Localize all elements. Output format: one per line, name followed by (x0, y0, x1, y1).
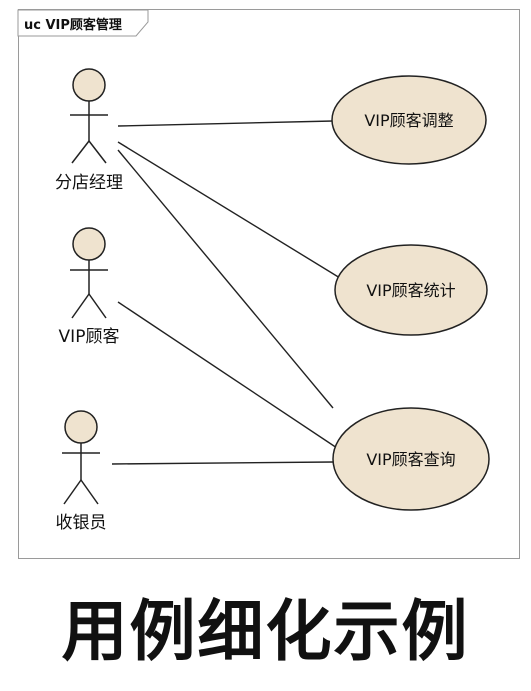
actor-head (72, 68, 106, 102)
usecase-statistics (334, 244, 488, 336)
actor-head (72, 227, 106, 261)
actor-cashier (62, 410, 100, 505)
association-manager-statistics (117, 141, 341, 279)
figure-caption: 用例细化示例 (61, 593, 470, 670)
actor-right-leg (88, 140, 107, 164)
usecase-label-query: VIP顾客查询 (366, 450, 455, 469)
usecase-query (332, 407, 490, 511)
usecase-label-adjust: VIP顾客调整 (364, 111, 453, 130)
actor-head (64, 410, 98, 444)
actor-label-branch-manager: 分店经理 (55, 173, 123, 193)
actor-vip-customer (70, 227, 108, 319)
association-manager-adjust (117, 120, 334, 127)
actor-right-leg (80, 479, 99, 505)
association-customer-query (117, 301, 338, 449)
association-manager-query (117, 149, 334, 409)
actor-right-leg (88, 293, 107, 319)
actor-left-leg (63, 479, 82, 505)
actor-left-leg (71, 140, 90, 164)
actor-left-leg (71, 293, 90, 319)
actor-branch-manager (70, 68, 108, 164)
frame-title-tab (17, 9, 149, 37)
usecase-label-statistics: VIP顾客统计 (366, 281, 455, 300)
actor-label-vip-customer: VIP顾客 (59, 327, 120, 347)
usecase-adjust (331, 75, 487, 165)
associations (111, 120, 341, 465)
frame-title: uc VIP顾客管理 (24, 17, 122, 33)
actor-label-cashier: 收银员 (56, 513, 107, 533)
association-cashier-query (111, 461, 334, 465)
use-case-diagram: uc VIP顾客管理 分店经理 VIP顾客 收银员 VIP顾客调整 VI (17, 9, 490, 533)
